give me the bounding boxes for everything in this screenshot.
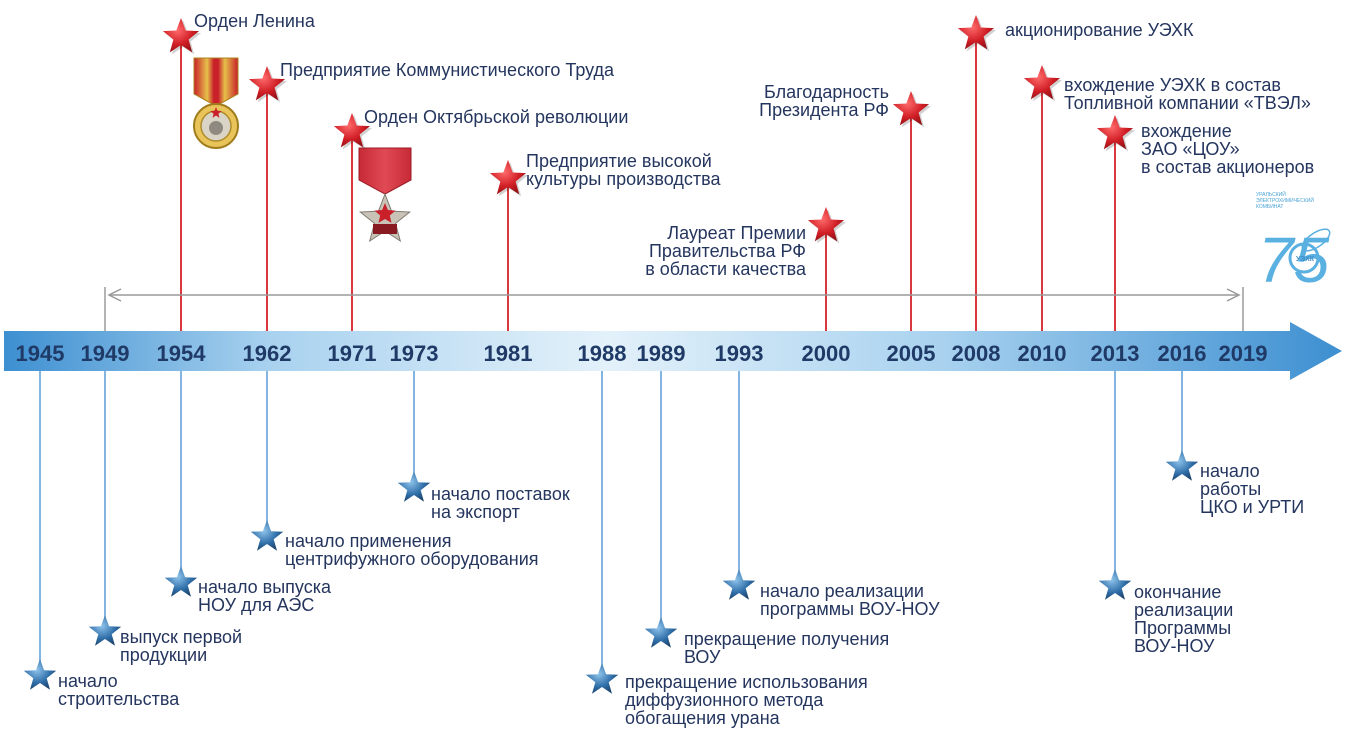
- red-star-icon: [1023, 65, 1061, 100]
- blue-star-icon: [585, 663, 619, 694]
- red-star-icon: [248, 66, 286, 101]
- red-star-icon: [1096, 115, 1134, 150]
- blue-star-icon: [397, 471, 431, 502]
- year-label-1973: 1973: [389, 341, 439, 366]
- year-label-2013: 2013: [1090, 341, 1140, 366]
- event-label-1993: начало реализации программы ВОУ-НОУ: [760, 581, 940, 619]
- award-label-2010: вхождение УЭХК в состав Топливной компан…: [1064, 75, 1311, 113]
- year-label-2000: 2000: [801, 341, 851, 366]
- year-label-2005: 2005: [886, 341, 936, 366]
- year-label-1971: 1971: [327, 341, 377, 366]
- year-label-1981: 1981: [483, 341, 533, 366]
- blue-star-icon: [88, 615, 122, 646]
- red-star-icon: [333, 113, 371, 148]
- event-label-1954: начало выпуска НОУ для АЭС: [198, 577, 331, 615]
- range-arrowhead-left: [107, 288, 122, 302]
- award-label-2013: вхождение ЗАО «ЦОУ» в состав акционеров: [1141, 121, 1315, 177]
- red-star-icon: [162, 18, 200, 53]
- logo-abbr: УЭХК: [1296, 256, 1315, 263]
- year-label-1949: 1949: [80, 341, 130, 366]
- event-label-1988: прекращение использования диффузионного …: [625, 672, 868, 728]
- blue-star-icon: [23, 659, 57, 690]
- red-star-icon: [489, 160, 527, 195]
- range-arrowhead-right: [1226, 288, 1241, 302]
- year-label-1993: 1993: [714, 341, 764, 366]
- red-star-icon: [892, 91, 930, 126]
- blue-star-icon: [722, 569, 756, 600]
- event-label-1949: выпуск первой продукции: [120, 627, 243, 665]
- red-star-icon: [807, 207, 845, 242]
- timeline-arrow: [4, 322, 1342, 380]
- event-label-1973: начало поставок на экспорт: [431, 484, 570, 522]
- blue-star-icon: [1165, 450, 1199, 481]
- year-label-2016: 2016: [1157, 341, 1207, 366]
- order-of-lenin-medal-icon: [193, 57, 239, 149]
- year-label-1954: 1954: [156, 341, 206, 366]
- year-label-2019: 2019: [1218, 341, 1268, 366]
- award-label-2008: акционирование УЭХК: [1005, 20, 1194, 40]
- award-label-2005: Благодарность Президента РФ: [759, 82, 889, 120]
- red-star-icon: [957, 15, 995, 50]
- award-label-2000: Лауреат Премии Правительства РФ в област…: [645, 223, 806, 279]
- logo-emblem: 75 УЭХК: [1258, 224, 1331, 292]
- anniversary-logo: УРАЛЬСКИЙ ЭЛЕКТРОХИМИЧЕСКИЙ КОМБИНАТ 75 …: [1252, 192, 1336, 292]
- logo-caption: УРАЛЬСКИЙ ЭЛЕКТРОХИМИЧЕСКИЙ КОМБИНАТ: [1256, 192, 1314, 210]
- blue-star-icon: [250, 520, 284, 551]
- blue-star-icon: [1098, 569, 1132, 600]
- event-label-1945: начало строительства: [58, 671, 180, 709]
- event-label-1962: начало применения центрифужного оборудов…: [285, 531, 539, 569]
- year-label-2008: 2008: [951, 341, 1001, 366]
- blue-star-icon: [164, 566, 198, 597]
- event-label-2016: начало работы ЦКО и УРТИ: [1200, 461, 1305, 517]
- blue-star-icon: [644, 617, 678, 648]
- award-label-1954: Орден Ленина: [194, 11, 315, 31]
- award-label-1981: Предприятие высокой культуры производств…: [526, 151, 721, 189]
- event-label-2013: окончание реализации Программы ВОУ-НОУ: [1134, 582, 1234, 656]
- award-label-1962: Предприятие Коммунистического Труда: [280, 60, 615, 80]
- order-of-october-revolution-medal-icon: [358, 147, 412, 243]
- year-label-1989: 1989: [636, 341, 686, 366]
- year-label-1988: 1988: [577, 341, 627, 366]
- event-label-1989: прекращение получения ВОУ: [684, 629, 890, 667]
- year-label-1962: 1962: [242, 341, 292, 366]
- year-label-1945: 1945: [15, 341, 65, 366]
- award-label-1971: Орден Октябрьской революции: [364, 107, 629, 127]
- year-label-2010: 2010: [1017, 341, 1067, 366]
